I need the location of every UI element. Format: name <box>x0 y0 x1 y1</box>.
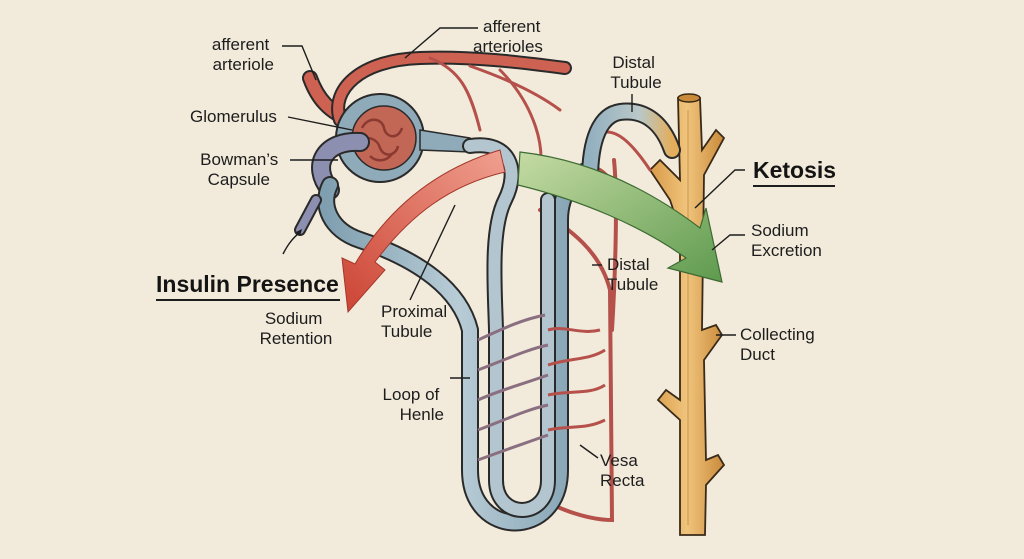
arrow-down-right-icon <box>517 151 723 283</box>
vasa-recta <box>477 313 606 462</box>
label-collecting-duct: Collecting Duct <box>740 325 819 364</box>
labels: afferent arteriole afferent arterioles G… <box>190 17 822 490</box>
arrow-down-left-icon <box>341 149 506 314</box>
label-afferent-arteriole: afferent arteriole <box>212 35 274 74</box>
heading-insulin-presence: Insulin Presence <box>156 271 339 297</box>
label-glomerulus: Glomerulus <box>190 107 277 126</box>
heading-ketosis: Ketosis <box>753 157 836 183</box>
label-afferent-arterioles: afferent arterioles <box>473 17 545 56</box>
leader-lines <box>282 27 745 459</box>
tubules <box>294 102 681 532</box>
collecting-duct <box>648 93 726 536</box>
flow-pointer <box>282 231 301 255</box>
condition-ketosis: Ketosis <box>753 157 836 187</box>
label-sodium-retention: Sodium Retention <box>260 309 333 348</box>
label-proximal-tubule: Proximal Tubule <box>381 302 452 341</box>
flow-pointer-head <box>296 229 302 236</box>
label-vesa-recta: Vesa Recta <box>600 451 645 490</box>
condition-insulin: Insulin Presence Sodium Retention <box>156 271 340 348</box>
label-bowmans-capsule: Bowman’s Capsule <box>200 150 283 189</box>
label-distal-tubule-top: Distal Tubule <box>610 53 661 92</box>
label-sodium-excretion: Sodium Excretion <box>751 221 822 260</box>
label-distal-tubule-mid: Distal Tubule <box>607 255 658 294</box>
label-loop-of-henle: Loop of Henle <box>383 385 444 424</box>
